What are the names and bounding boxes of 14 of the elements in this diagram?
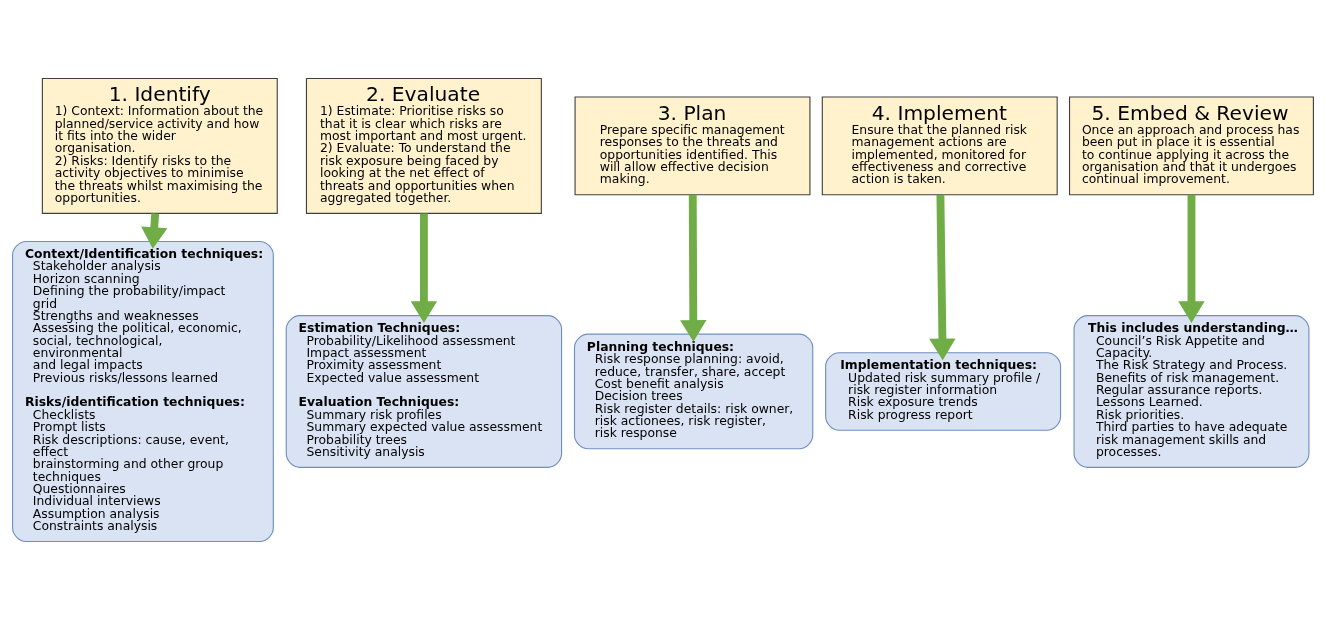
node-box: This includes understanding… Council’s Risk Appetite and Capacity. The Risk Strategy and Process. Benefits of risk management. Regular assurance reports. Lessons Learned. Risk priorities. Third parties to have adequate risk management skills and processes. — [1073, 315, 1310, 468]
arrow — [929, 194, 956, 361]
node-box: Context/Identification techniques: Stakeholder analysis Horizon scanning Defining the probability/impact grid Strengths and weaknesses Assessing the political, economic, social, technological, environmental and legal impacts Previous risks/lessons learned Risks/identification techniques: Checklists Prompt lists Risk descriptions: cause, event, effect brainstorming and other group techniques Questionnaires Individual interviews Assumption analysis Constraints analysis — [12, 240, 274, 543]
node-box: 1. Identify 1) Context: Information about the planned/service activity and how it fits into the wider organisation. 2) Risks: Identify risks to the activity objectives to minimise the threats whilst maximising the opportunities. — [41, 77, 278, 214]
node-box: 5. Embed & Review Once an approach and process has been put in place it is essential to continue applying it across the organisation and that it undergoes continual improvement. — [1069, 96, 1314, 196]
arrow — [680, 194, 707, 342]
node-box: 4. Implement Ensure that the planned risk management actions are implemented, monitored for effectiveness and corrective action is taken. — [821, 96, 1058, 196]
node-box: Implementation techniques: Updated risk summary profile / risk register information Risk exposure trends Risk progress report — [825, 352, 1062, 431]
node-box: 3. Plan Prepare specific management responses to the threats and opportunities identified. This will allow effective decision making. — [574, 96, 811, 196]
node-box: Planning techniques: Risk response planning: avoid, reduce, transfer, share, accept Cost benefit analysis Decision trees Risk register details: risk owner, risk actionees, risk register, risk response — [573, 333, 814, 450]
arrow — [410, 213, 438, 323]
arrow — [1178, 194, 1205, 323]
node-box: 2. Evaluate 1) Estimate: Prioritise risks so that it is clear which risks are most important and most urgent. 2) Evaluate: To understand the risk exposure being faced by looking at the net effect of threats and opportunities when aggregated together. — [305, 77, 542, 214]
node-box: Estimation Techniques: Probability/Likelihood assessment Impact assessment Proximity assessment Expected value assessment Evaluation Techniques: Summary risk profiles Summary expected value assessment Probability trees Sensitivity analysis — [285, 315, 563, 468]
